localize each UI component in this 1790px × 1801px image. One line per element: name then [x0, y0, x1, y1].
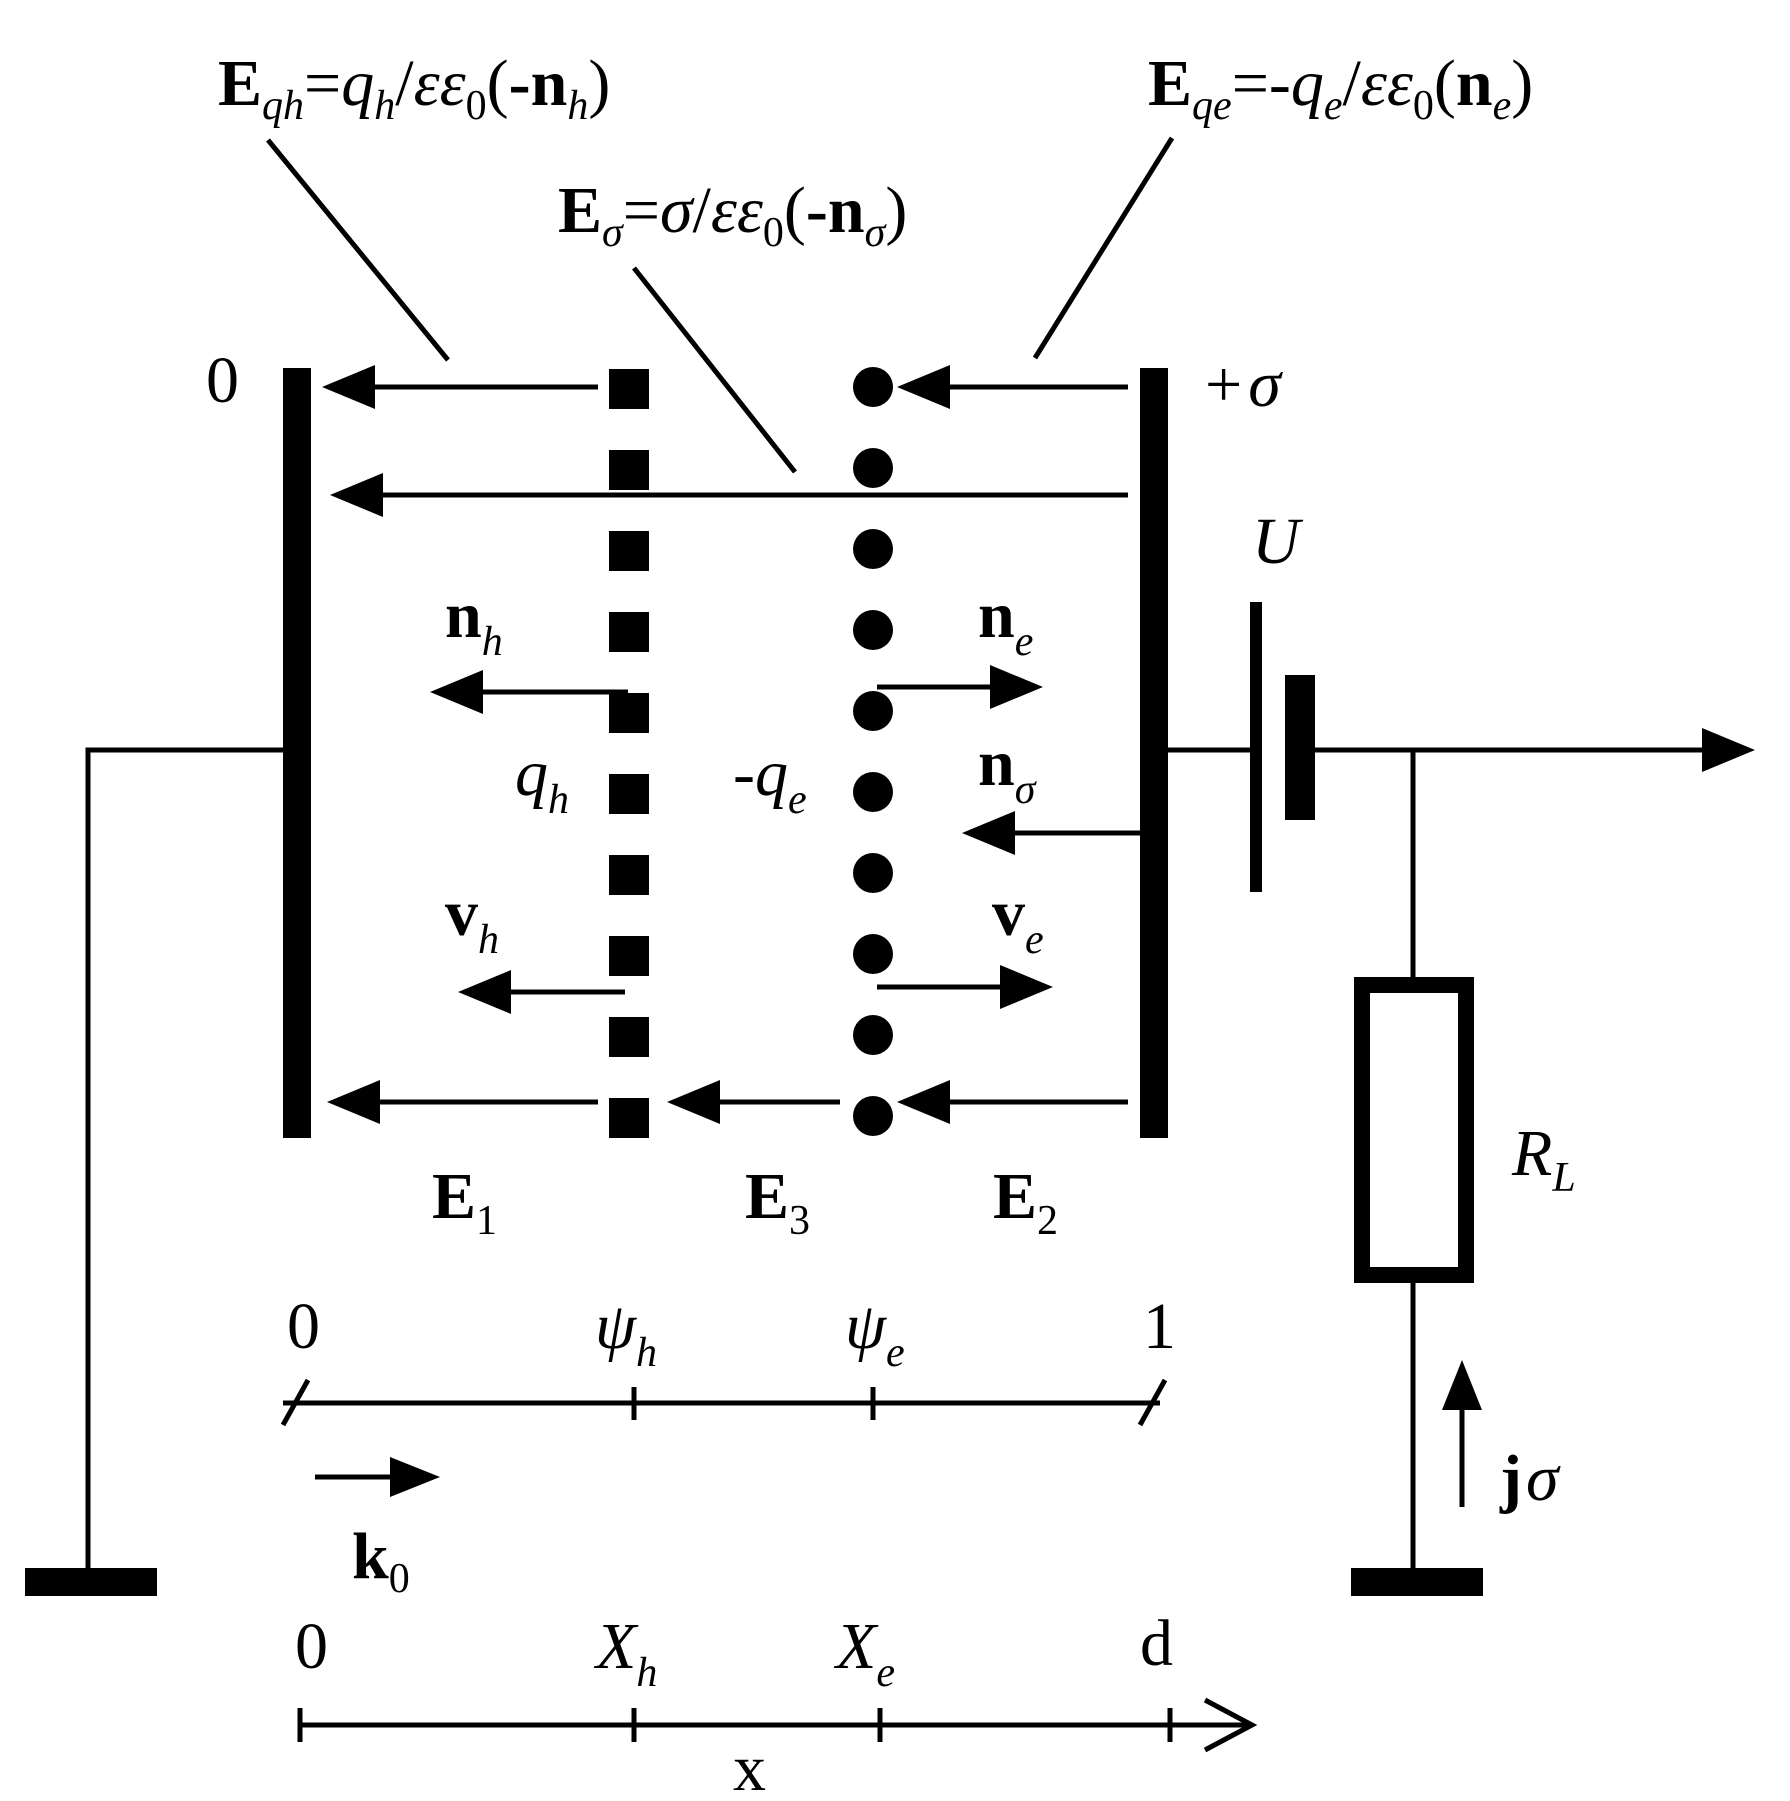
electron-charge-dot [853, 772, 893, 812]
hole-charge-square [609, 774, 649, 814]
electron-charge-dot [853, 853, 893, 893]
arrowhead [990, 665, 1043, 709]
arrowhead [1000, 965, 1053, 1009]
wavevector-label: k0 [352, 1520, 410, 1602]
arrowhead [458, 970, 511, 1014]
spatial-axis-label: x [733, 1732, 766, 1801]
left-plate-label: 0 [206, 344, 239, 417]
arrowhead [897, 1080, 950, 1124]
equation-e-qe: Eqe=-qe/εε0(ne) [1148, 47, 1533, 129]
ground-symbol-left [25, 1568, 157, 1596]
output-arrowhead [1702, 728, 1755, 772]
right-electrode-plate [1140, 368, 1168, 1138]
battery-long-plate [1250, 602, 1262, 892]
electron-charge-dot [853, 448, 893, 488]
leader-line-e-sigma [632, 266, 797, 474]
leader-line-e-qh [266, 138, 450, 362]
electron-charge-dot [853, 1096, 893, 1136]
spatial-axis-xh-label: Xh [593, 1610, 657, 1696]
electron-charge-dot [853, 610, 893, 650]
label-e3: E3 [745, 1160, 810, 1244]
normalized-axis-end-label: 1 [1143, 1290, 1176, 1363]
label-n-h: nh [445, 579, 503, 665]
hole-charge-square [609, 450, 649, 490]
hole-charge-square [609, 1098, 649, 1138]
left-electrode-plate [283, 368, 311, 1138]
arrowhead [1442, 1360, 1482, 1410]
arrowhead [390, 1457, 440, 1497]
spatial-axis-start-label: 0 [295, 1610, 328, 1683]
label-v-e: ve [992, 877, 1044, 963]
hole-charge-square [609, 1017, 649, 1057]
right-plate-label: +σ [1205, 348, 1283, 421]
electron-charge-dot [853, 529, 893, 569]
label-n-e: ne [978, 579, 1033, 665]
label-e1: E1 [432, 1160, 497, 1244]
current-label: jσ [1499, 1442, 1561, 1515]
hole-charge-square [609, 531, 649, 571]
label-v-h: vh [445, 877, 499, 963]
ground-wire-left [85, 747, 283, 1570]
arrowhead [962, 811, 1015, 855]
label-e2: E2 [993, 1160, 1058, 1244]
hole-charge-square [609, 369, 649, 409]
arrowhead [330, 473, 383, 517]
label-n-sigma: nσ [978, 727, 1038, 813]
hole-charge-square [609, 612, 649, 652]
normalized-axis-psi-h-label: ψh [595, 1290, 657, 1376]
normalized-axis-start-tick [280, 1378, 311, 1427]
label-q-e: -qe [733, 737, 807, 823]
arrowhead [430, 670, 483, 714]
arrowhead [327, 1080, 380, 1124]
label-q-h: qh [515, 737, 569, 823]
battery-label-u: U [1252, 505, 1304, 578]
arrowhead [667, 1080, 720, 1124]
equation-e-sigma: Eσ=σ/εε0(-nσ) [558, 174, 907, 256]
normalized-axis-psi-e-label: ψe [845, 1290, 905, 1376]
equation-e-qh: Eqh=qh/εε0(-nh) [218, 47, 610, 129]
spatial-axis-arrowhead [1203, 1697, 1258, 1753]
electron-charge-dot [853, 691, 893, 731]
hole-charge-square [609, 693, 649, 733]
arrowhead [897, 365, 950, 409]
battery-short-plate [1285, 675, 1315, 820]
electron-charge-dot [853, 1015, 893, 1055]
electron-charge-layer [853, 367, 893, 1136]
normalized-axis-end-tick [1137, 1378, 1168, 1427]
spatial-axis-xe-label: Xe [833, 1610, 895, 1696]
hole-charge-square [609, 855, 649, 895]
electron-charge-dot [853, 934, 893, 974]
hole-charge-square [609, 936, 649, 976]
hole-charge-layer [609, 369, 649, 1138]
electron-charge-dot [853, 367, 893, 407]
arrowhead [322, 365, 375, 409]
spatial-axis-end-label: d [1140, 1607, 1173, 1680]
load-resistor [1354, 977, 1474, 1283]
resistor-label: RL [1511, 1117, 1576, 1201]
normalized-axis-start-label: 0 [287, 1290, 320, 1363]
ground-symbol-right [1351, 1568, 1483, 1596]
leader-line-e-qe [1032, 136, 1175, 360]
